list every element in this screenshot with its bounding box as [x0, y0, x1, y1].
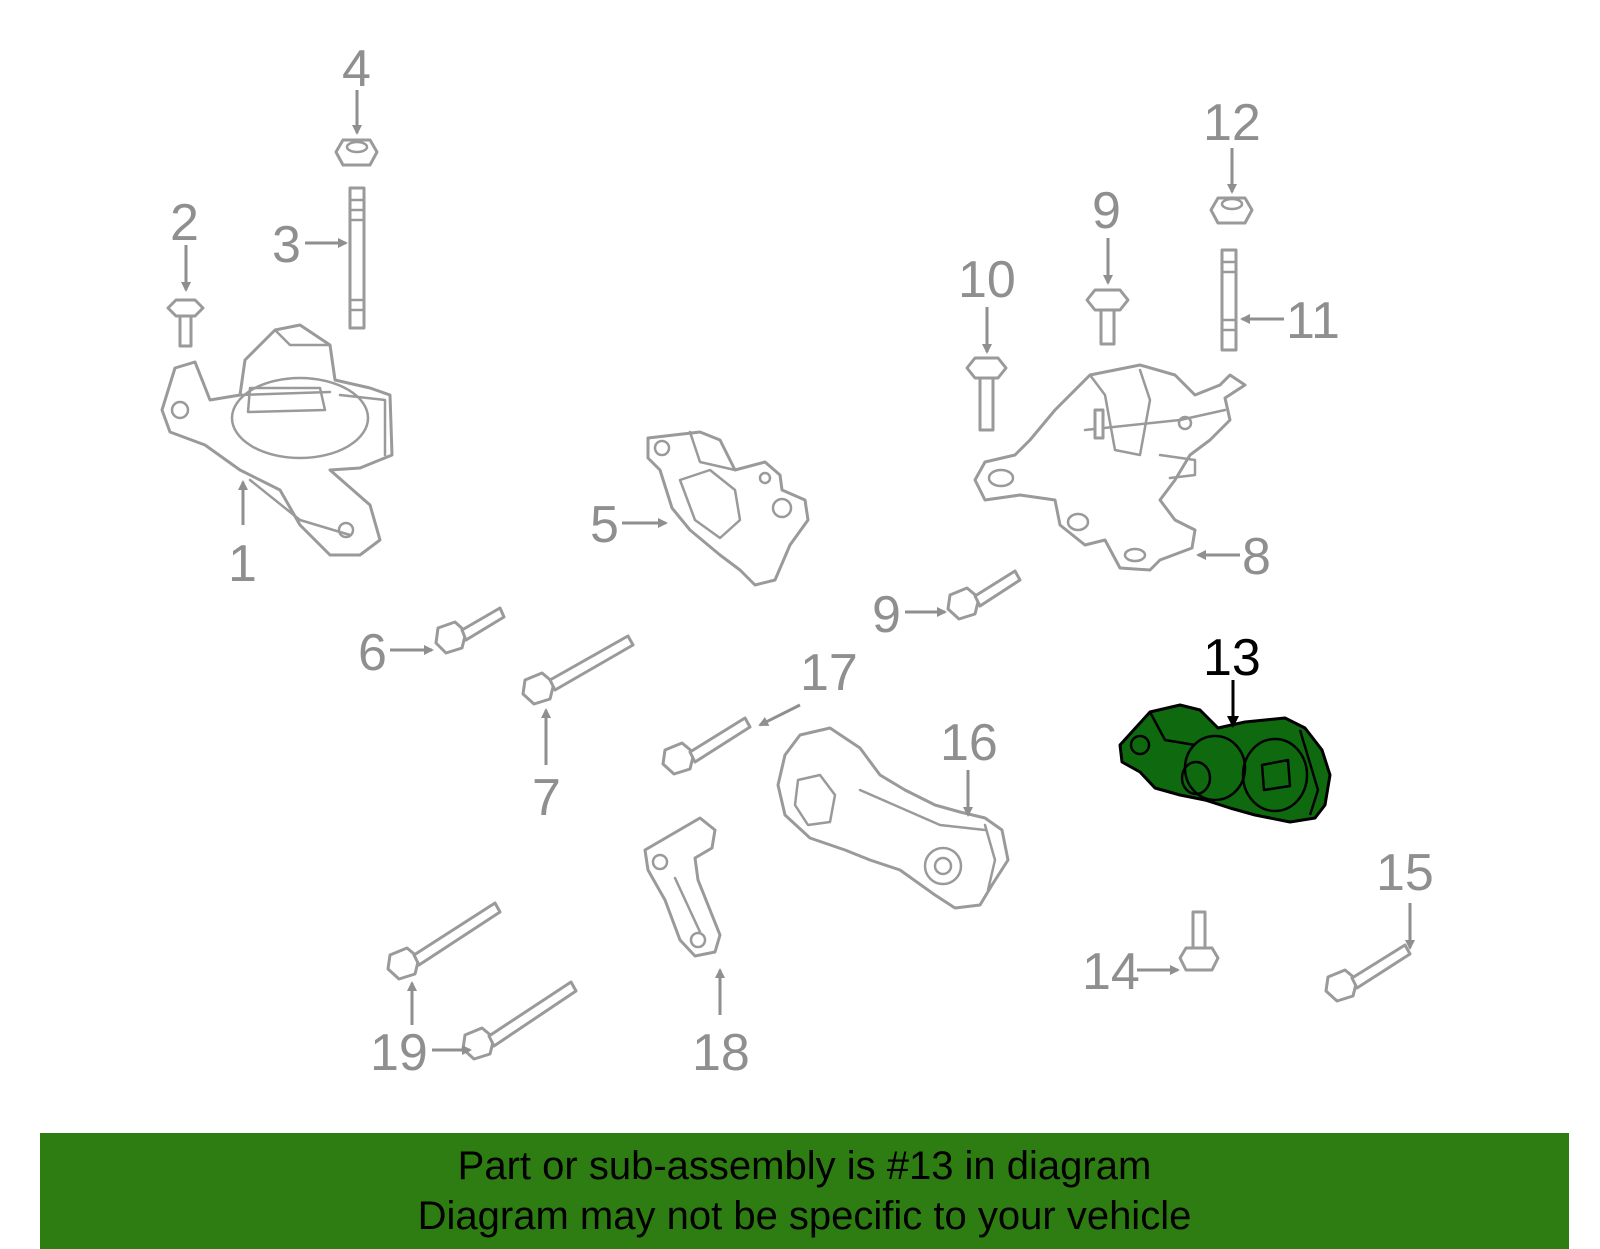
part-2-bolt[interactable] [166, 298, 205, 348]
label-13: 13 [1203, 629, 1261, 687]
banner-line-2: Diagram may not be specific to your vehi… [417, 1194, 1192, 1238]
label-3: 3 [272, 216, 301, 274]
label-18: 18 [692, 1024, 750, 1082]
part-12-nut[interactable] [1209, 196, 1254, 225]
label-12: 12 [1203, 94, 1261, 152]
part-1-engine-mount[interactable] [160, 323, 394, 557]
label-19: 19 [370, 1024, 428, 1082]
label-7: 7 [532, 769, 561, 827]
label-8: 8 [1242, 528, 1271, 586]
label-1: 1 [228, 535, 257, 593]
part-10-bolt[interactable] [965, 356, 1008, 432]
label-9-upper: 9 [1092, 182, 1121, 240]
banner-line-1: Part or sub-assembly is #13 in diagram [457, 1144, 1152, 1188]
part-9-bolt-upper[interactable] [1085, 288, 1130, 346]
part-19-bolt-upper[interactable] [386, 901, 502, 981]
label-5: 5 [590, 496, 619, 554]
part-3-stud[interactable] [348, 186, 366, 330]
label-16: 16 [940, 714, 998, 772]
callout-labels: 1 2 3 4 5 6 7 8 9 9 10 11 12 13 14 15 16… [170, 40, 1434, 1082]
label-17: 17 [800, 644, 858, 702]
label-6: 6 [358, 624, 387, 682]
label-11: 11 [1286, 292, 1340, 350]
part-11-stud[interactable] [1220, 248, 1238, 352]
part-16-torque-rod[interactable] [776, 726, 1010, 910]
callout-arrows [181, 90, 1415, 1055]
part-9-bolt-lower[interactable] [946, 569, 1022, 621]
label-15: 15 [1376, 844, 1434, 902]
label-9-lower: 9 [872, 586, 901, 644]
part-13-mount-highlighted[interactable] [1118, 703, 1332, 824]
part-7-bolt[interactable] [521, 634, 635, 706]
part-6-bolt[interactable] [434, 606, 506, 655]
label-2: 2 [170, 194, 199, 252]
part-14-bolt[interactable] [1178, 910, 1220, 972]
label-10: 10 [958, 251, 1016, 309]
info-banner: Part or sub-assembly is #13 in diagram D… [40, 1133, 1569, 1249]
label-4: 4 [342, 40, 371, 98]
part-8-mount[interactable] [973, 363, 1247, 572]
part-19-bolt-lower[interactable] [461, 980, 578, 1061]
part-18-bracket[interactable] [643, 816, 722, 958]
part-5-bracket[interactable] [646, 430, 810, 587]
part-4-nut[interactable] [334, 138, 379, 167]
part-17-bolt[interactable] [661, 716, 752, 776]
part-15-bolt[interactable] [1324, 943, 1412, 1003]
label-14: 14 [1082, 943, 1140, 1001]
